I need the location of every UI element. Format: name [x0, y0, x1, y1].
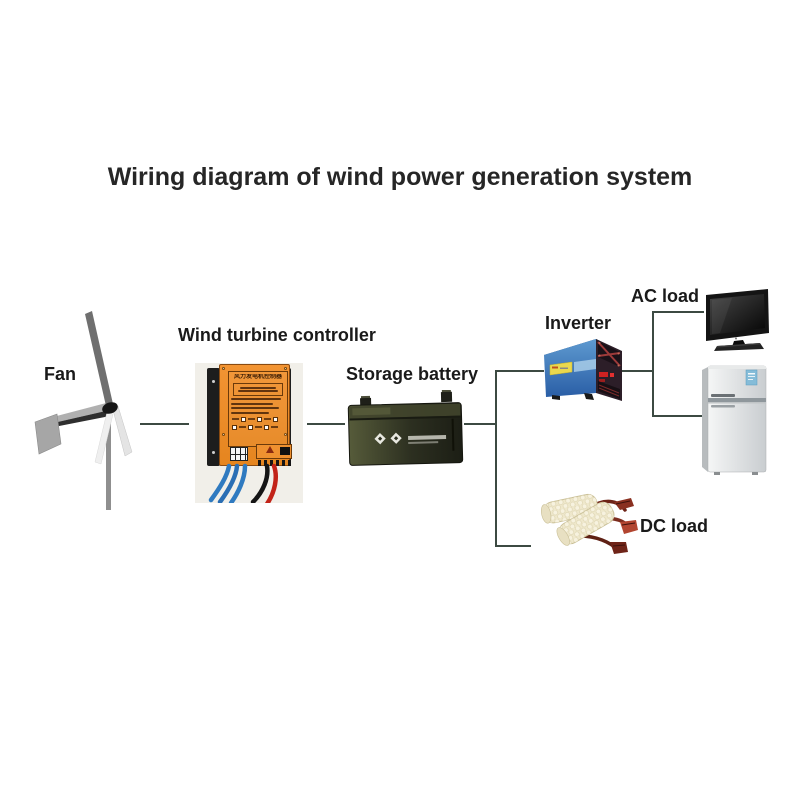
controller-option-checkboxes	[232, 416, 285, 422]
fridge-side-face	[702, 367, 708, 472]
inverter-illustration	[544, 339, 622, 401]
wire-bus-to-inverter	[497, 370, 544, 372]
page-title: Wiring diagram of wind power generation …	[107, 163, 693, 191]
screw-dot	[284, 433, 287, 436]
wire-bus-to-dc-load	[495, 545, 531, 547]
wire-controller-to-battery	[307, 423, 345, 425]
fan-label: Fan	[44, 364, 77, 384]
battery-label: Storage battery	[346, 364, 479, 384]
fridge-energy-label	[745, 369, 758, 386]
wind-turbine-illustration	[34, 311, 133, 510]
fridge-door-divider	[708, 398, 766, 402]
led-bar	[556, 501, 615, 546]
alligator-clips	[610, 498, 638, 554]
controller-wiring-chart	[230, 447, 248, 461]
wire-ac-bus-vertical	[652, 311, 654, 417]
controller-device-title: 风力发电机控制器	[233, 374, 282, 380]
refrigerator-illustration	[702, 365, 767, 475]
controller-option-checkboxes	[232, 424, 285, 430]
controller-illustration: 风力发电机控制器	[195, 363, 303, 503]
dc-load-label: DC load	[640, 516, 709, 536]
inverter-fan-grille	[597, 341, 621, 367]
wire-ac-bus-to-tv	[654, 311, 704, 313]
screw-dot	[222, 367, 225, 370]
battery-illustration	[347, 390, 464, 466]
dc-load-illustration	[541, 493, 638, 554]
tv-screen	[710, 294, 765, 335]
battery-text-lines	[408, 434, 447, 440]
controller-wires	[208, 463, 278, 503]
fridge-handle	[711, 405, 735, 408]
controller-mount-flange	[207, 368, 220, 466]
wire-battery-to-bus	[464, 423, 497, 425]
controller-terminal-pins	[258, 460, 291, 466]
battery-recycle-icons	[374, 432, 402, 445]
turbine-pole	[106, 418, 111, 510]
turbine-hub	[102, 402, 118, 414]
controller-spec-label: 风力发电机控制器	[228, 371, 288, 447]
inverter-light-band	[574, 359, 596, 372]
warning-triangle-icon	[266, 446, 274, 453]
controller-body: 风力发电机控制器	[219, 364, 292, 466]
controller-label: Wind turbine controller	[178, 325, 376, 345]
inverter-bottom-grille	[598, 381, 620, 399]
wire-inverter-to-ac-bus	[622, 370, 654, 372]
wire-dc-bus-vertical	[495, 370, 497, 547]
tv-illustration	[706, 289, 769, 351]
screw-dot	[284, 367, 287, 370]
inverter-led-display	[599, 372, 614, 382]
freezer-handle	[711, 394, 735, 397]
fridge-body	[707, 365, 767, 473]
inverter-label: Inverter	[545, 313, 612, 333]
screw-dot	[222, 433, 225, 436]
controller-terminal-strip	[256, 444, 292, 459]
wire-fan-to-controller	[140, 423, 189, 425]
controller-subtitle-box	[233, 383, 283, 396]
wire-ac-bus-to-fridge	[654, 415, 702, 417]
ac-load-label: AC load	[631, 286, 700, 306]
turbine-tail	[34, 402, 110, 455]
tv-stand	[714, 340, 764, 351]
